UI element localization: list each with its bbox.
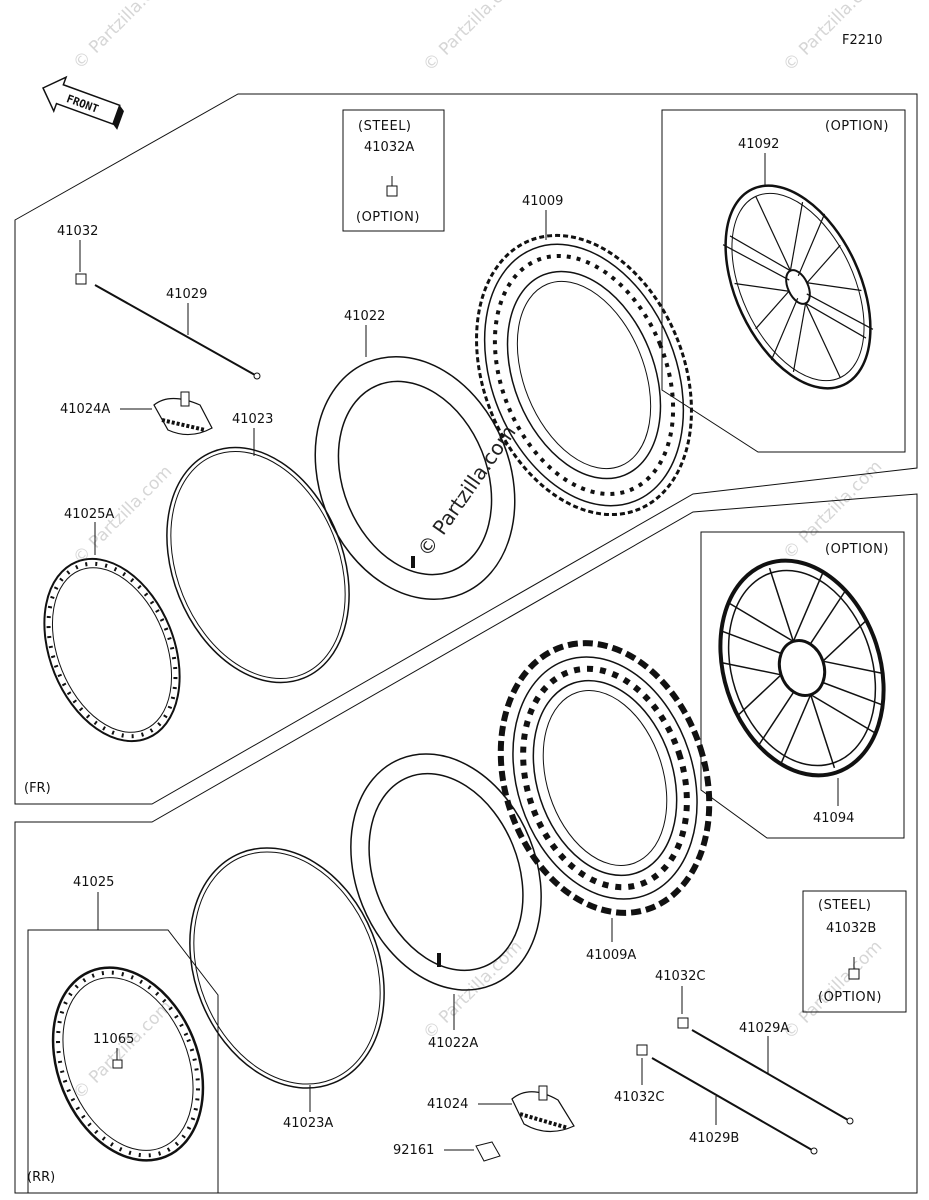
rear-rim-41025 (51, 966, 205, 1162)
nut-icon (475, 1141, 501, 1162)
rear-section-frame (14, 493, 918, 1194)
option-label: (OPTION) (356, 210, 420, 225)
part-41024-label: 41024 (427, 1097, 468, 1112)
spoked-wheel-rear-icon (718, 558, 886, 778)
part-41009A-label: 41009A (586, 948, 636, 963)
part-41023A-label: 41023A (283, 1116, 333, 1131)
inner-tube-41022A (350, 753, 542, 991)
section-front-label: (FR) (24, 781, 51, 796)
rear-rim-box (27, 929, 219, 1194)
front-arrow-icon: FRONT (42, 75, 124, 130)
front-section-frame (14, 93, 918, 805)
rim-lock-icon (511, 1085, 575, 1133)
part-41029-label: 41029 (166, 287, 207, 302)
spoked-wheel-front-icon (722, 184, 874, 390)
valve-cap-icon (677, 1017, 689, 1029)
section-rear-label: (RR) (27, 1170, 55, 1185)
option-label: (OPTION) (825, 542, 889, 557)
valve-cap-icon (848, 957, 860, 980)
steel-option-box-front: (STEEL) 41032A (OPTION) (342, 109, 445, 232)
valve-cap-icon (636, 1044, 648, 1056)
part-41009-label: 41009 (522, 194, 563, 209)
part-41092-label: 41092 (738, 137, 779, 152)
spoke-41029 (94, 284, 256, 376)
part-41032A-label: 41032A (364, 140, 414, 155)
front-rim-41025A (43, 557, 181, 743)
steel-option-box-rear: (STEEL) 41032B (OPTION) (802, 890, 907, 1013)
valve-cap-icon (386, 176, 398, 197)
part-41094-label: 41094 (813, 811, 854, 826)
steel-label: (STEEL) (358, 119, 412, 134)
part-41032-label: 41032 (57, 224, 98, 239)
watermark: © Partzilla.com (69, 997, 176, 1104)
part-11065-label: 11065 (93, 1032, 134, 1047)
figure-code: F2210 (842, 33, 883, 48)
rim-lock-icon (153, 391, 213, 436)
watermarks: © Partzilla.com © Partzilla.com © Partzi… (69, 0, 886, 1104)
part-41025A-label: 41025A (64, 507, 114, 522)
part-41022-label: 41022 (344, 309, 385, 324)
front-tire-41009 (475, 233, 693, 517)
option-wheel-box-rear: (OPTION) 41094 (700, 531, 905, 839)
part-41025-label: 41025 (73, 875, 114, 890)
part-41024A-label: 41024A (60, 402, 110, 417)
part-41029A-label: 41029A (739, 1021, 789, 1036)
part-41032C-label: 41032C (614, 1090, 664, 1105)
spoke-41029B (651, 1057, 813, 1151)
option-label: (OPTION) (818, 990, 882, 1005)
inner-tube-41022 (314, 356, 516, 600)
nipple-icon (112, 1059, 123, 1069)
watermark: © Partzilla.com (419, 0, 526, 76)
part-41032C-label: 41032C (655, 969, 705, 984)
rear-tire-41009A (497, 640, 713, 916)
valve-cap-icon (75, 273, 87, 285)
part-41023-label: 41023 (232, 412, 273, 427)
spoke-41029A (691, 1029, 849, 1121)
option-wheel-box-front: (OPTION) 41092 (661, 109, 906, 453)
option-label: (OPTION) (825, 119, 889, 134)
rim-band-41023A (189, 847, 385, 1089)
part-92161-label: 92161 (393, 1143, 434, 1158)
part-41022A-label: 41022A (428, 1036, 478, 1051)
part-41032B-label: 41032B (826, 921, 876, 936)
steel-label: (STEEL) (818, 898, 872, 913)
watermark: © Partzilla.com (69, 0, 176, 74)
part-41029B-label: 41029B (689, 1131, 739, 1146)
